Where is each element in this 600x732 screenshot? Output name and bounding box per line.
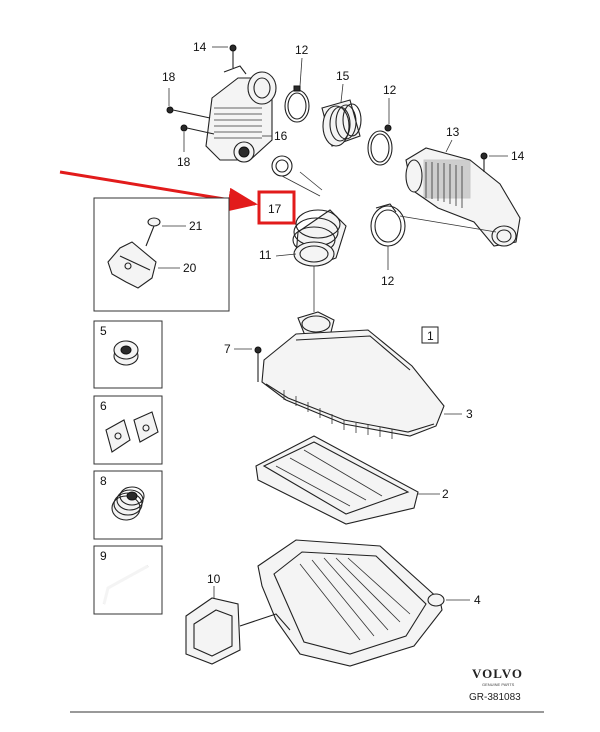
filter-2	[255, 435, 419, 525]
bolt-18-lower	[180, 124, 215, 135]
callout-3: 3	[466, 407, 473, 421]
duct-10	[185, 597, 291, 665]
callout-14-top: 14	[193, 40, 207, 54]
callout-13: 13	[446, 125, 460, 139]
clamp-12-top	[284, 85, 310, 123]
airbox-lower-4	[257, 539, 445, 667]
hose-15	[321, 99, 362, 147]
callout-18-lower: 18	[177, 155, 191, 169]
callout-18-upper: 18	[162, 70, 176, 84]
bolt-18-upper	[166, 106, 211, 119]
airbox-cover-3	[261, 311, 445, 439]
callout-17: 17	[268, 202, 282, 216]
grommet-5	[113, 340, 139, 366]
callout-15: 15	[336, 69, 350, 83]
screw-21	[145, 217, 161, 247]
duct-13	[405, 147, 521, 247]
bolt-7	[254, 346, 262, 382]
callout-7: 7	[224, 342, 231, 356]
callout-12-lower: 12	[381, 274, 395, 288]
bellows-8	[111, 486, 145, 521]
clamp-12-lower	[370, 203, 406, 247]
callout-12-top: 12	[295, 43, 309, 57]
gasket-6	[105, 411, 159, 453]
inset-6-label: 6	[100, 399, 107, 413]
clamp-12-mid	[367, 124, 393, 166]
callout-16: 16	[274, 129, 288, 143]
diagram-reference: GR-381083	[469, 692, 521, 703]
bracket-20	[107, 241, 157, 289]
highlight-box	[257, 190, 296, 225]
callout-12-mid: 12	[383, 83, 397, 97]
callout-2: 2	[442, 487, 449, 501]
callout-4: 4	[474, 593, 481, 607]
tube-9	[102, 564, 149, 605]
callout-1-box	[421, 326, 439, 344]
callout-20: 20	[183, 261, 197, 275]
callout-1: 1	[427, 329, 434, 343]
seal-17	[271, 155, 321, 197]
callout-11: 11	[259, 248, 272, 262]
callout-14-right: 14	[511, 149, 525, 163]
bolt-14-right	[480, 152, 488, 172]
brand-logo: VOLVO	[472, 666, 523, 681]
callout-10: 10	[207, 572, 221, 586]
inset-8-label: 8	[100, 474, 107, 488]
inset-5-label: 5	[100, 324, 107, 338]
inset-9-label: 9	[100, 549, 107, 563]
bolt-14-top	[229, 44, 237, 68]
part-16-housing	[205, 65, 277, 163]
hose-11	[292, 209, 347, 267]
callout-21: 21	[189, 219, 203, 233]
brand-subtitle: GENUINE PARTS	[482, 682, 515, 687]
